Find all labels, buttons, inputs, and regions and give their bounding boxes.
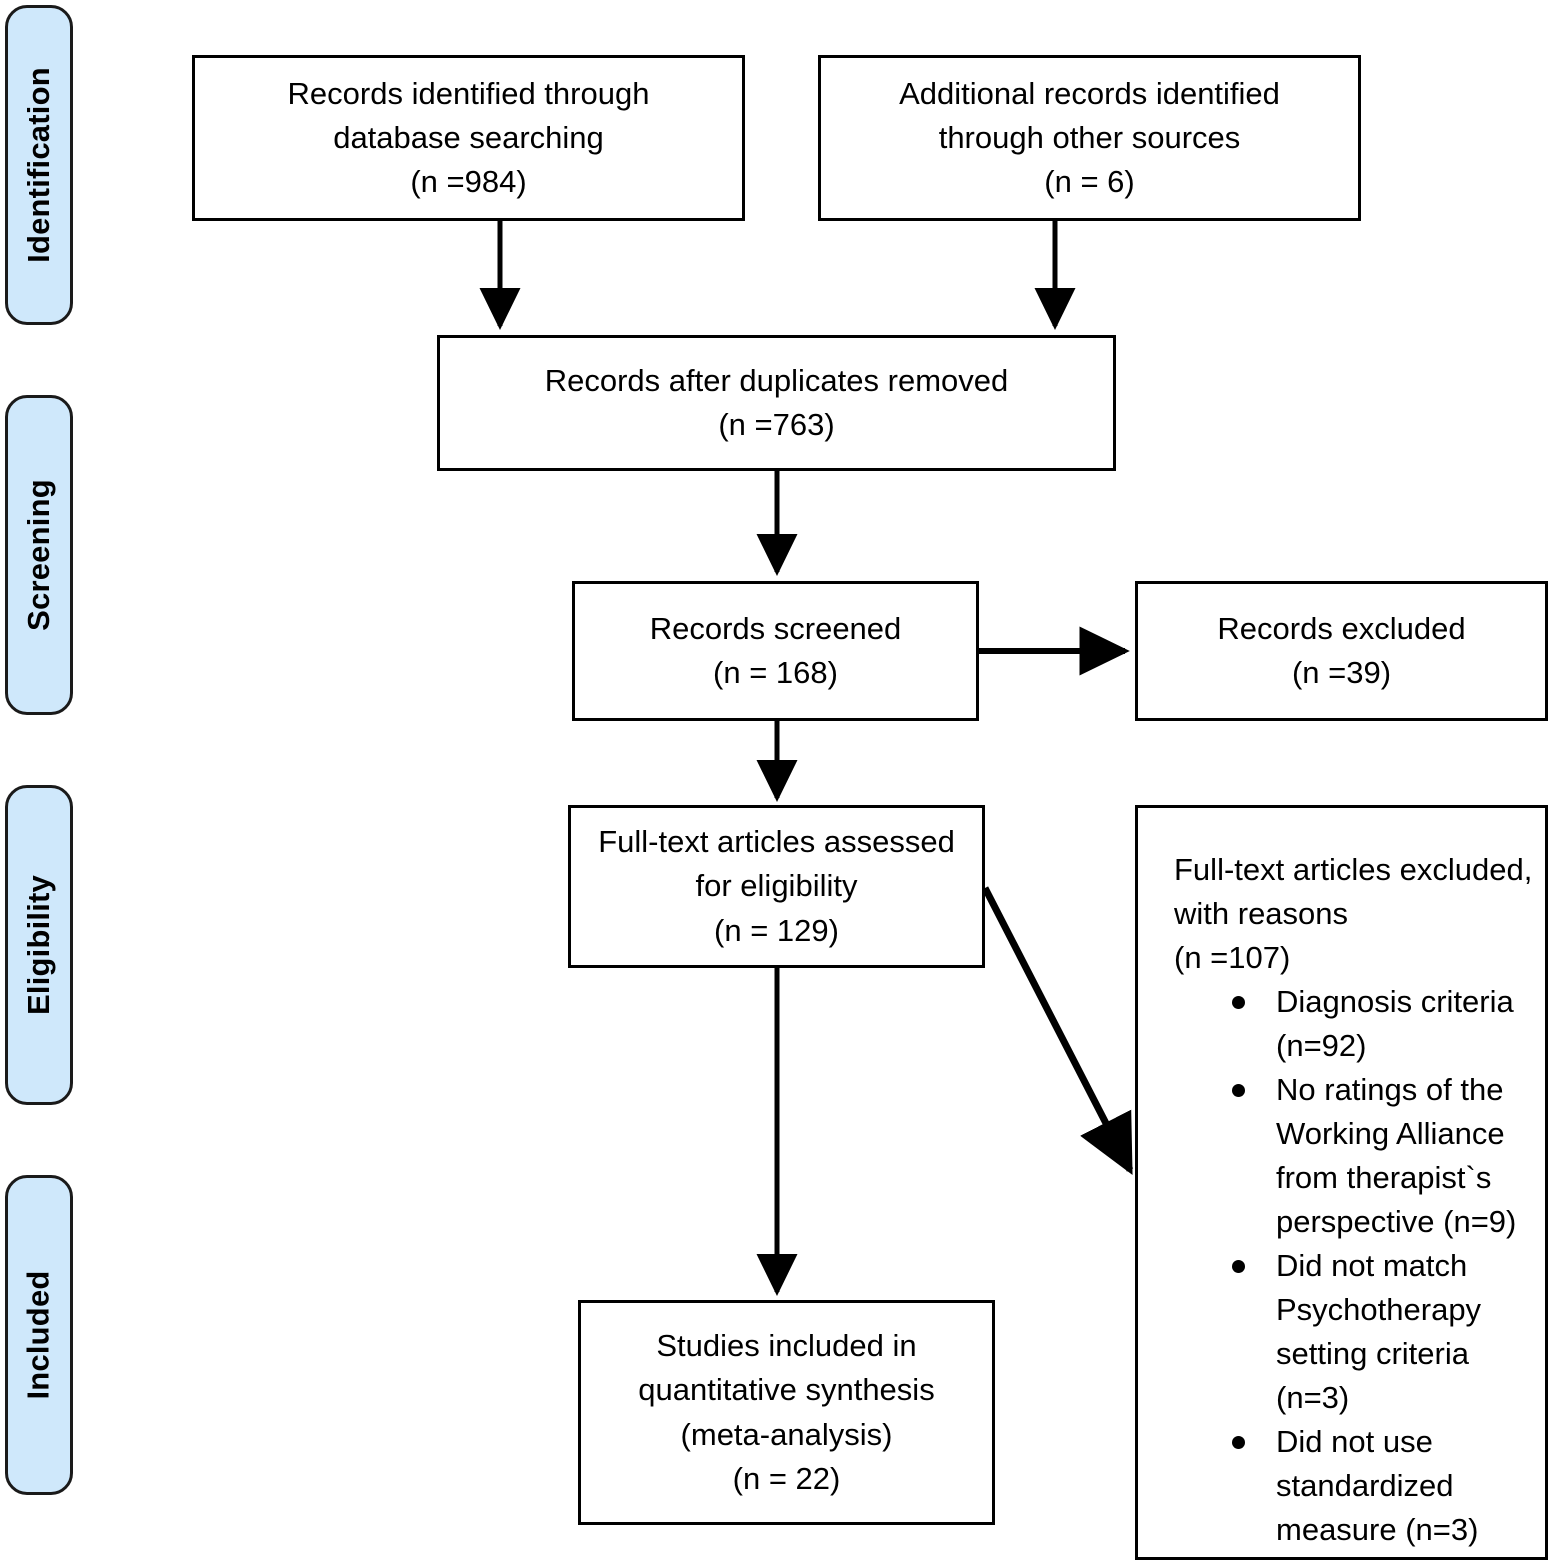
- bullet-icon: [1232, 1084, 1245, 1098]
- exclusion-heading-line: Full-text articles excluded,: [1174, 852, 1533, 887]
- reason-text: No ratings of the Working Alliance from …: [1276, 1072, 1517, 1240]
- box-line: Records identified through: [287, 75, 650, 111]
- stage-label-included: Included: [21, 1270, 56, 1400]
- list-item: Did not match Psychotherapy setting crit…: [1174, 1244, 1535, 1420]
- box-line: through other sources: [938, 119, 1241, 155]
- box-line: (n = 168): [713, 655, 838, 690]
- box-line: (n = 22): [732, 1460, 841, 1496]
- box-line: quantitative synthesis: [638, 1372, 935, 1408]
- box-line: (n =984): [410, 164, 527, 199]
- exclusion-count: (n =107): [1174, 940, 1291, 976]
- stage-tab-screening: Screening: [5, 395, 73, 715]
- box-additional-records-other-sources: Additional records identified through ot…: [818, 55, 1361, 221]
- box-line: (meta-analysis): [680, 1416, 893, 1452]
- exclusion-reason-list: Diagnosis criteria (n=92) No ratings of …: [1174, 980, 1535, 1552]
- box-records-after-duplicates-removed: Records after duplicates removed (n =763…: [437, 335, 1116, 471]
- exclusion-heading-line: with reasons: [1174, 896, 1349, 932]
- box-line: (n =39): [1291, 655, 1392, 690]
- box-fulltext-articles-excluded: Full-text articles excluded, with reason…: [1135, 805, 1548, 1560]
- box-line: Studies included in: [656, 1328, 917, 1364]
- box-line: Records screened: [649, 610, 902, 646]
- box-line: for eligibility: [695, 868, 858, 904]
- box-line: (n = 129): [714, 912, 839, 948]
- box-line: (n =763): [718, 407, 835, 442]
- reason-text: Did not use standardized measure (n=3): [1276, 1424, 1479, 1548]
- box-records-screened: Records screened (n = 168): [572, 581, 979, 721]
- stage-label-screening: Screening: [21, 479, 56, 631]
- list-item: Diagnosis criteria (n=92): [1174, 980, 1535, 1068]
- box-line: Additional records identified: [899, 75, 1280, 111]
- bullet-icon: [1232, 1436, 1245, 1450]
- stage-tab-identification: Identification: [5, 5, 73, 325]
- connector-fulltext-to-excluded: [981, 886, 1134, 1175]
- stage-tab-eligibility: Eligibility: [5, 785, 73, 1105]
- box-line: Records excluded: [1217, 610, 1466, 646]
- box-fulltext-articles-assessed: Full-text articles assessed for eligibil…: [568, 805, 985, 968]
- box-line: (n = 6): [1044, 164, 1135, 199]
- bullet-icon: [1232, 996, 1245, 1010]
- bullet-icon: [1232, 1260, 1245, 1274]
- box-records-identified-database: Records identified through database sear…: [192, 55, 745, 221]
- stage-label-identification: Identification: [21, 67, 56, 263]
- list-item: No ratings of the Working Alliance from …: [1174, 1068, 1535, 1244]
- box-line: Records after duplicates removed: [544, 362, 1009, 398]
- reason-text: Diagnosis criteria (n=92): [1276, 984, 1514, 1064]
- reason-text: Did not match Psychotherapy setting crit…: [1276, 1248, 1482, 1416]
- box-line: Full-text articles assessed: [598, 824, 955, 860]
- box-line: database searching: [333, 119, 604, 155]
- stage-tab-included: Included: [5, 1175, 73, 1495]
- box-studies-included: Studies included in quantitative synthes…: [578, 1300, 995, 1525]
- list-item: Did not use standardized measure (n=3): [1174, 1420, 1535, 1552]
- stage-label-eligibility: Eligibility: [21, 875, 56, 1015]
- box-records-excluded: Records excluded (n =39): [1135, 581, 1548, 721]
